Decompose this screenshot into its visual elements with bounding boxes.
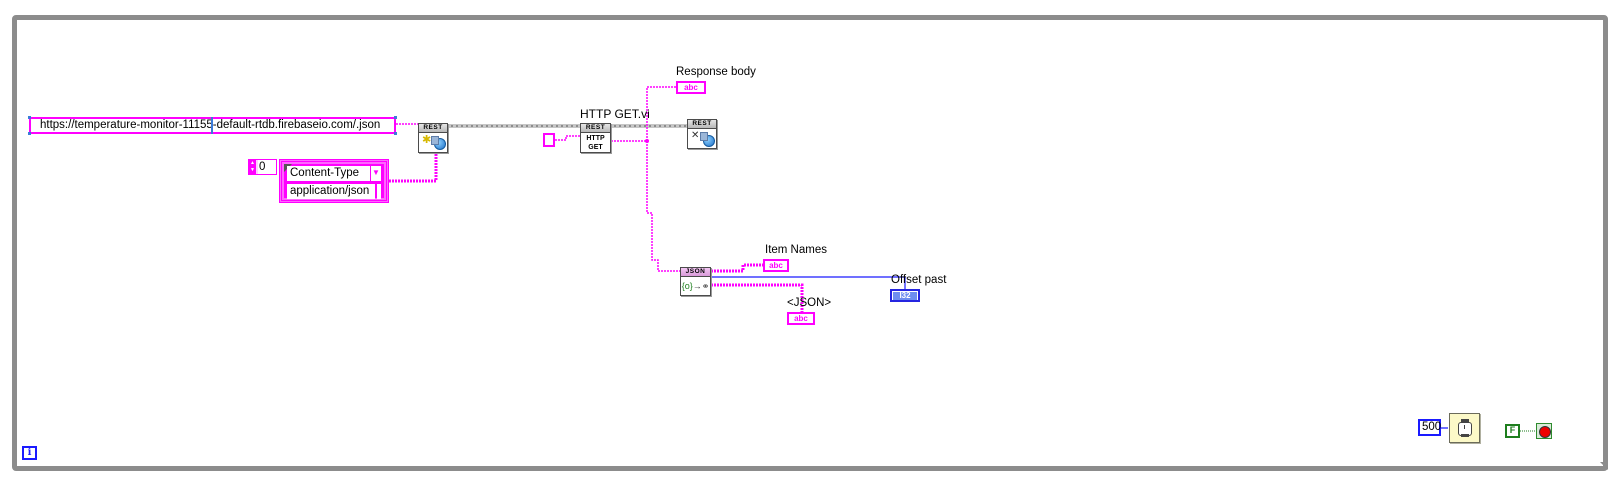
dropdown-arrow-icon[interactable]: ▼ bbox=[370, 166, 381, 181]
header-value-scrollbar[interactable] bbox=[377, 184, 381, 199]
http-get-header: REST bbox=[581, 124, 610, 133]
unflatten-json-node[interactable]: JSON {o}→⚭ bbox=[680, 267, 711, 296]
response-body-indicator[interactable]: abc bbox=[676, 81, 706, 94]
close-handle-node[interactable]: REST ✕ bbox=[687, 119, 717, 149]
http-get-label: HTTP GET.vi bbox=[580, 107, 650, 121]
wire-json-out bbox=[711, 283, 804, 312]
wire-headers bbox=[389, 153, 438, 183]
wire-item-names bbox=[711, 263, 763, 273]
item-names-indicator[interactable]: abc bbox=[763, 259, 789, 272]
url-constant-split bbox=[211, 117, 213, 134]
wire-buffer bbox=[555, 135, 580, 141]
headers-cluster-constant[interactable]: Content-Type ▼ application/json bbox=[279, 159, 389, 203]
wire-response-body bbox=[646, 86, 676, 141]
open-handle-node[interactable]: REST ✱ bbox=[418, 123, 448, 153]
json-output-label: <JSON> bbox=[787, 297, 832, 309]
headers-array-index[interactable]: ▲▼ 0 bbox=[248, 159, 277, 175]
json-output-indicator[interactable]: abc bbox=[787, 312, 815, 325]
index-spinner-icon[interactable]: ▲▼ bbox=[249, 160, 256, 174]
close-handle-header: REST bbox=[688, 120, 716, 129]
offset-past-label: Offset past bbox=[891, 274, 947, 286]
item-names-label: Item Names bbox=[765, 244, 827, 256]
wait-ms-constant[interactable]: 500 bbox=[1418, 419, 1441, 436]
stop-condition-terminal[interactable] bbox=[1536, 423, 1552, 439]
open-handle-header: REST bbox=[419, 124, 447, 133]
iteration-terminal: i bbox=[22, 446, 37, 460]
json-header: JSON bbox=[681, 268, 710, 277]
open-handle-icon: ✱ bbox=[419, 133, 447, 153]
buffer-string-constant[interactable] bbox=[543, 133, 555, 147]
http-get-node[interactable]: REST HTTP GET bbox=[580, 123, 611, 153]
while-loop-frame[interactable] bbox=[12, 15, 1608, 471]
loop-resize-handle[interactable] bbox=[1600, 462, 1608, 470]
wait-ms-icon bbox=[1458, 419, 1472, 437]
stop-false-constant[interactable]: F bbox=[1505, 424, 1520, 438]
wire-offset bbox=[711, 276, 906, 290]
wait-ms-node[interactable] bbox=[1449, 413, 1480, 443]
offset-past-indicator[interactable]: I32 bbox=[890, 289, 920, 302]
header-name-ring[interactable]: Content-Type ▼ bbox=[287, 166, 381, 181]
header-value-field[interactable]: application/json bbox=[287, 184, 375, 199]
stop-icon bbox=[1539, 426, 1551, 438]
json-to-variant-icon: {o}→⚭ bbox=[681, 281, 710, 291]
wire-to-json bbox=[646, 141, 680, 272]
response-body-label: Response body bbox=[676, 66, 756, 78]
close-handle-icon: ✕ bbox=[688, 129, 716, 149]
